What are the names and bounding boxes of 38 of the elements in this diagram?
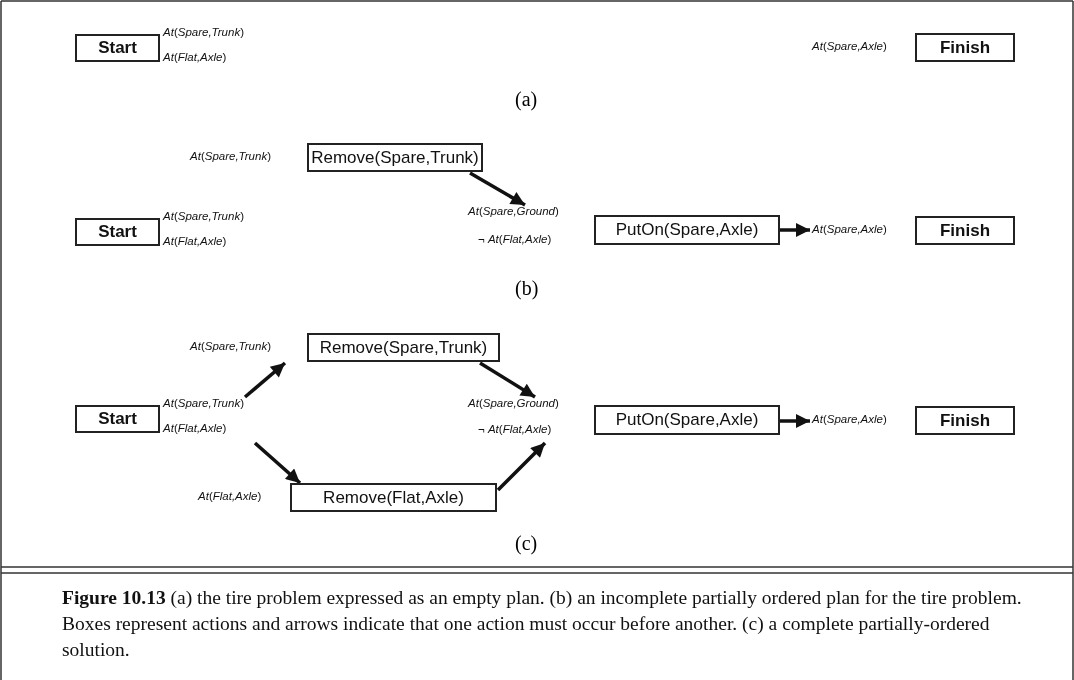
action-box: Remove(Flat,Axle) [290, 483, 497, 512]
panel-label: (b) [515, 277, 539, 300]
condition-text: At(Spare,Trunk) [163, 26, 244, 38]
condition-text: At(Flat,Axle) [163, 51, 227, 63]
condition-text: At(Spare,Trunk) [163, 397, 244, 409]
condition-text: At(Spare,Axle) [812, 413, 887, 425]
arrow [496, 441, 547, 492]
terminal-box: Start [75, 218, 160, 246]
arrow [780, 223, 810, 237]
condition-text: ¬ At(Flat,Axle) [478, 423, 552, 435]
condition-text: At(Flat,Axle) [198, 490, 262, 502]
terminal-box: Start [75, 34, 160, 62]
terminal-box: Finish [915, 406, 1015, 435]
arrow [469, 171, 526, 207]
condition-text: At(Spare,Axle) [812, 223, 887, 235]
terminal-box: Finish [915, 33, 1015, 62]
panel-label: (c) [515, 532, 538, 555]
arrow [243, 361, 287, 399]
action-box: Remove(Spare,Trunk) [307, 333, 500, 362]
arrow [780, 414, 810, 428]
condition-text: At(Flat,Axle) [163, 422, 227, 434]
condition-text: At(Spare,Trunk) [190, 150, 271, 162]
panel-label: (a) [515, 88, 538, 111]
arrow [479, 361, 536, 399]
condition-text: At(Spare,Ground) [468, 397, 559, 409]
condition-text: At(Flat,Axle) [163, 235, 227, 247]
action-box: PutOn(Spare,Axle) [594, 405, 780, 435]
condition-text: At(Spare,Axle) [812, 40, 887, 52]
condition-text: At(Spare,Trunk) [163, 210, 244, 222]
action-box: Remove(Spare,Trunk) [307, 143, 483, 172]
condition-text: At(Spare,Trunk) [190, 340, 271, 352]
terminal-box: Start [75, 405, 160, 433]
action-box: PutOn(Spare,Axle) [594, 215, 780, 245]
terminal-box: Finish [915, 216, 1015, 245]
condition-text: At(Spare,Ground) [468, 205, 559, 217]
condition-text: ¬ At(Flat,Axle) [478, 233, 552, 245]
figure-caption: Figure 10.13 (a) the tire problem expressed as an empty plan. (b) an incomplete partially ordered plan for the tire problem. Boxes represent actions and arrows indicate that one action must occur before another. (c) a complete partially-ordered solution. [62, 586, 1023, 662]
arrow [253, 441, 302, 485]
